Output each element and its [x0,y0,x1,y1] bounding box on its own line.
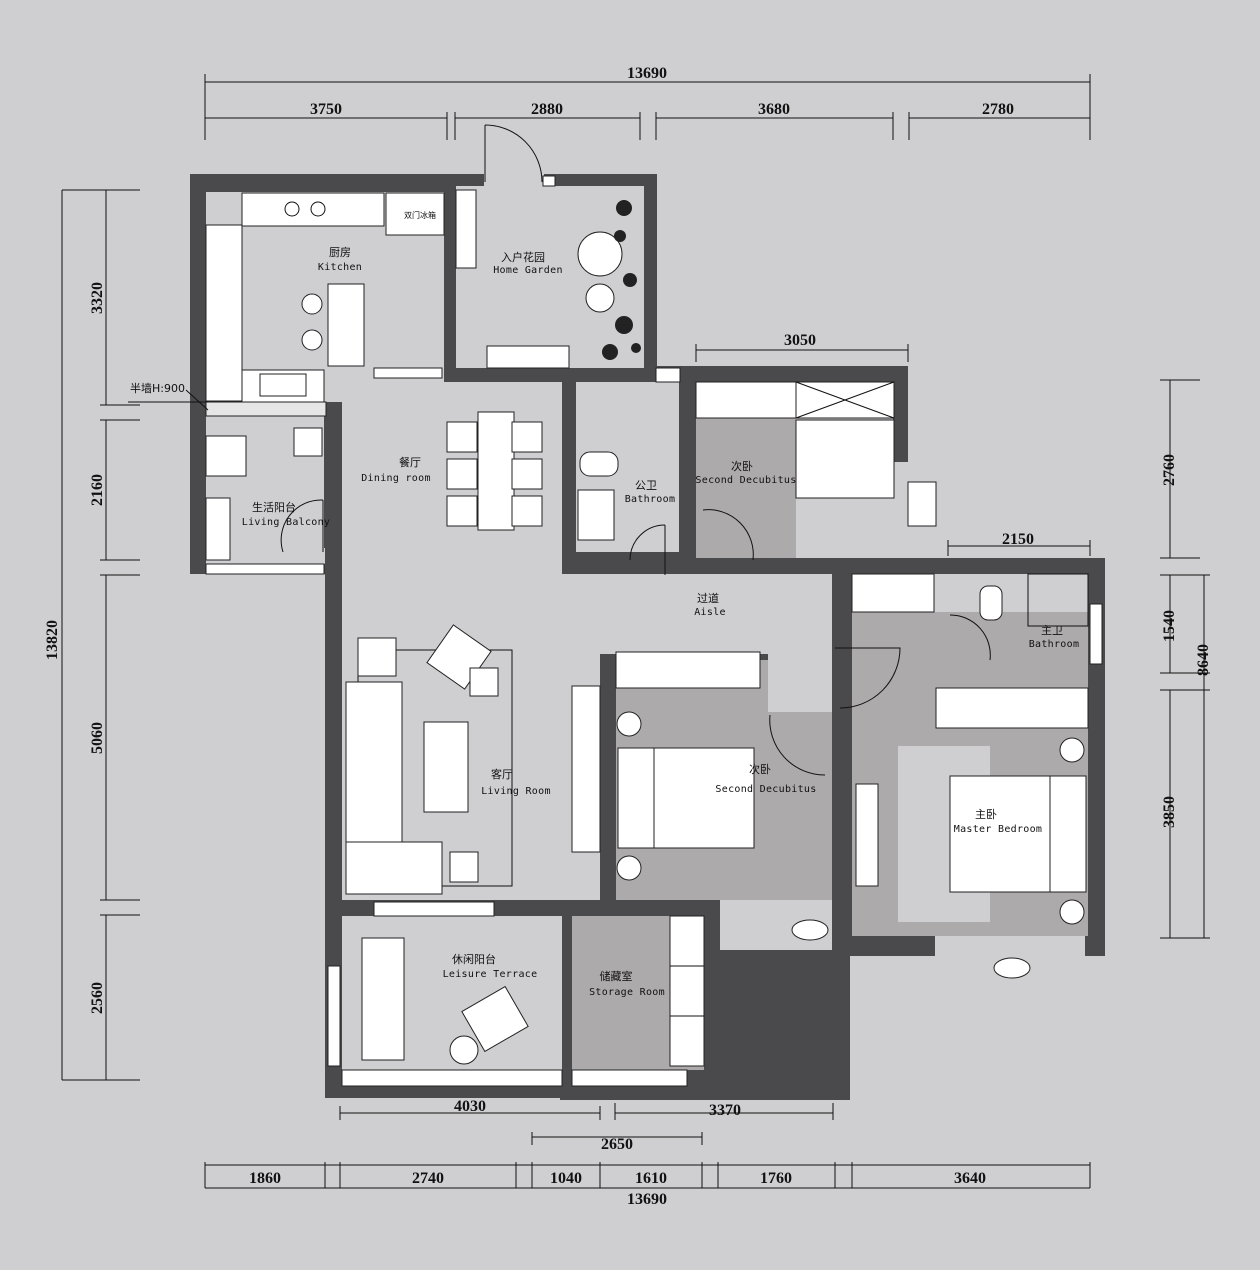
public-bath-label-en: Bathroom [625,494,676,505]
dim-bottom-5: 1760 [760,1170,792,1187]
dim-bottom-total: 13690 [627,1191,667,1208]
dim-top-1: 3750 [310,101,342,118]
furniture [205,189,1089,1067]
aisle-label-cn: 过道 [697,591,719,605]
dim-left-3: 5060 [89,722,106,754]
living-room-label-en: Living Room [481,786,551,797]
home-garden-label-cn: 入户花园 [501,250,545,264]
master-bath-label-en: Bathroom [1029,639,1080,650]
half-wall-label: 半墙H:900 [130,381,185,395]
dim-top-3: 3680 [758,101,790,118]
dim-right-total: 8640 [1195,644,1212,676]
dim-bottom-1: 1860 [249,1170,281,1187]
dim-bottom-3: 1040 [550,1170,582,1187]
dim-bottom-6: 3640 [954,1170,986,1187]
dim-left-2: 2160 [89,474,106,506]
dim-top-2: 2880 [531,101,563,118]
master-bedroom-label-cn: 主卧 [975,808,997,821]
dim-bottom-4: 1610 [635,1170,667,1187]
dining-label-cn: 餐厅 [399,455,421,469]
dim-right-2: 3850 [1161,796,1178,828]
home-garden-label-en: Home Garden [493,265,563,276]
dim-bottom-mid-1: 4030 [454,1098,486,1115]
dim-right-1: 1540 [1161,610,1178,642]
second-bed-top-label-en: Second Decubitus [695,475,796,486]
leisure-terrace-label-cn: 休闲阳台 [452,952,496,966]
leisure-terrace-label-en: Leisure Terrace [443,969,538,980]
dim-inner-3050: 3050 [784,332,816,349]
living-room-label-cn: 客厅 [491,767,513,781]
second-bed-mid-label-cn: 次卧 [749,762,771,776]
aisle-label-en: Aisle [694,607,726,618]
storage-room-label-cn: 储藏室 [600,969,633,983]
fridge-label: 双门冰箱 [404,210,436,220]
second-bed-mid-label-en: Second Decubitus [715,784,816,795]
doors [205,124,1103,1087]
dim-top-4: 2780 [982,101,1014,118]
dim-bottom-mid-2: 3370 [709,1102,741,1119]
room-labels: 厨房 Kitchen 双门冰箱 入户花园 Home Garden 餐厅 Dini… [128,210,1079,998]
dim-bottom-mid2: 2650 [601,1136,633,1153]
dim-inner-2150: 2150 [1002,531,1034,548]
living-balcony-label-cn: 生活阳台 [252,500,296,514]
dim-left-1: 3320 [89,282,106,314]
dim-left-total: 13820 [44,620,61,660]
master-bath-label-cn: 主卫 [1041,624,1063,637]
second-bed-top-label-cn: 次卧 [731,459,753,473]
storage-room-label-en: Storage Room [589,987,665,998]
dim-top-total: 13690 [627,65,667,82]
master-bedroom-label-en: Master Bedroom [954,824,1043,835]
public-bath-label-cn: 公卫 [635,479,657,492]
dimension-lines: 13690 3750 2880 3680 2780 13820 332 [44,65,1212,1208]
dim-bottom-2: 2740 [412,1170,444,1187]
kitchen-label-en: Kitchen [318,262,362,273]
dining-label-en: Dining room [361,473,431,484]
dim-right-top: 2760 [1161,454,1178,486]
kitchen-label-cn: 厨房 [329,246,351,259]
dim-left-4: 2560 [89,982,106,1014]
living-balcony-label-en: Living Balcony [242,517,331,528]
